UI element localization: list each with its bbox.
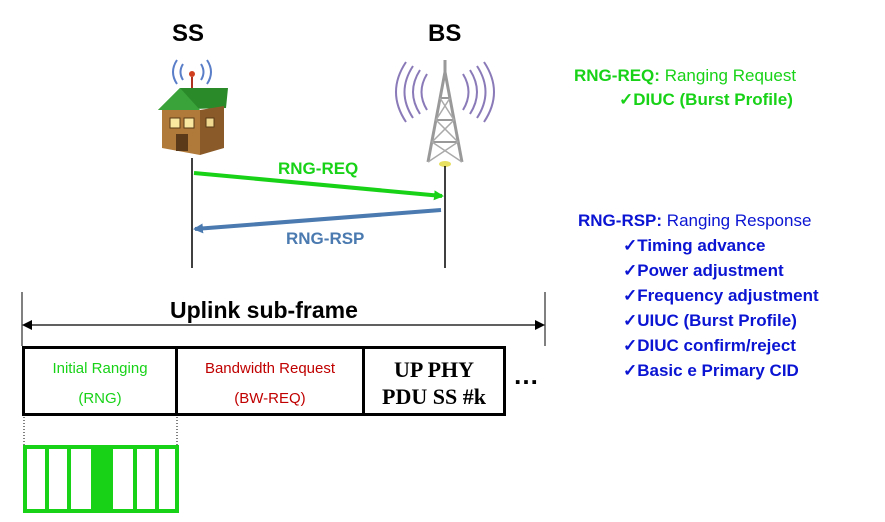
legend-req-text: Ranging Request (664, 66, 797, 85)
legend-rsp-header: RNG-RSP: Ranging Response (578, 211, 811, 231)
legend-rsp-item: ✓Timing advance (623, 236, 766, 255)
more-ellipsis: … (513, 360, 539, 390)
cell-line1: Bandwidth Request (204, 360, 336, 377)
legend-rsp-item: ✓UIUC (Burst Profile) (623, 311, 797, 330)
legend-rsp-item: ✓Basic e Primary CID (623, 361, 799, 380)
legend-req-item: ✓DIUC (Burst Profile) (619, 90, 793, 109)
cell-line2: PDU SS #k (382, 384, 486, 409)
rng-rsp-label: RNG-RSP (286, 229, 365, 248)
rng-req-label: RNG-REQ (278, 159, 359, 178)
rng-rsp-arrow (193, 208, 442, 234)
legend-rsp-item: ✓DIUC confirm/reject (623, 336, 796, 355)
bandwidth-request-cell: Bandwidth Request (BW-REQ) (175, 346, 365, 416)
ranging-slots (23, 445, 179, 513)
cell-line1: UP PHY (393, 357, 475, 382)
legend-rsp-item: ✓Power adjustment (623, 261, 784, 280)
ss-label: SS (172, 20, 205, 47)
cell-line2: (BW-REQ) (234, 390, 306, 407)
legend-rsp-item: ✓Frequency adjustment (623, 286, 819, 305)
cell-line1: Initial Ranging (52, 360, 148, 377)
frame-title: Uplink sub-frame (170, 297, 358, 323)
up-phy-pdu-cell: UP PHY PDU SS #k (362, 346, 506, 416)
bs-label: BS (428, 20, 462, 47)
initial-ranging-cell: Initial Ranging (RNG) (22, 346, 178, 416)
legend-rsp-abbr: RNG-RSP: (578, 211, 663, 230)
rng-req-arrow (193, 171, 444, 201)
legend-req-abbr: RNG-REQ: (574, 66, 660, 85)
legend-req-header: RNG-REQ: Ranging Request (574, 66, 796, 86)
tower-icon (395, 60, 495, 167)
house-icon (158, 59, 228, 155)
cell-line2: (RNG) (78, 390, 122, 407)
legend-rsp-text: Ranging Response (666, 211, 812, 230)
